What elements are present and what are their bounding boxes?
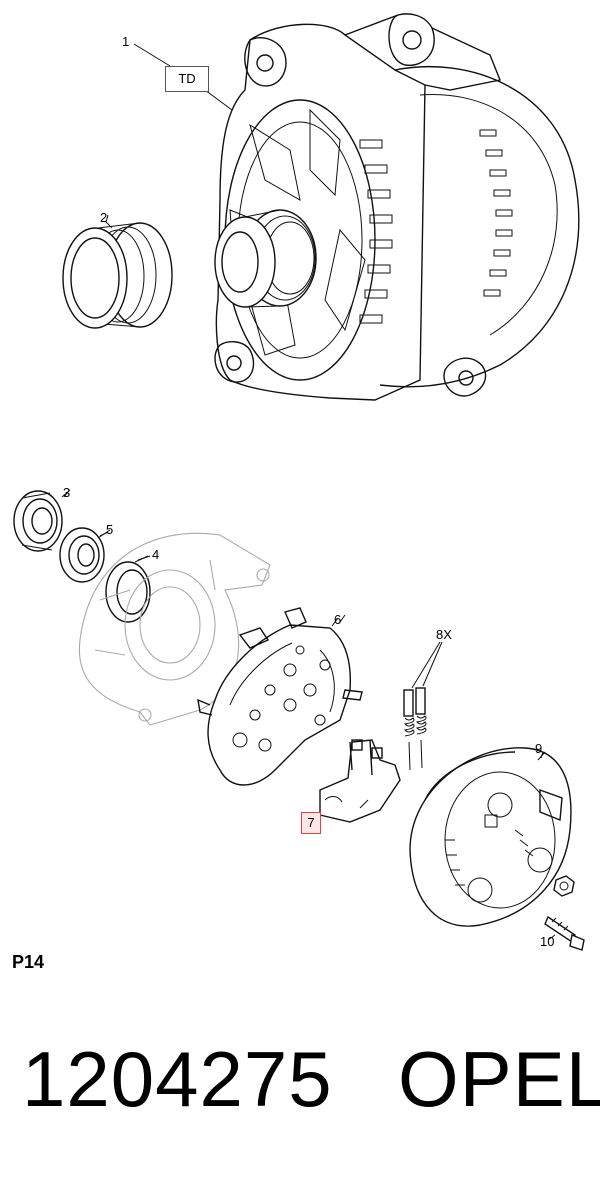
page-code: P14: [12, 952, 45, 972]
rectifier-part: [197, 607, 363, 786]
callout-10: 10: [540, 934, 554, 949]
brush-holder-part: [319, 739, 401, 823]
pulley-part: [62, 221, 173, 329]
callout-5: 5: [106, 522, 113, 537]
callout-2: 2: [100, 210, 107, 225]
callout-8x: 8X: [436, 627, 452, 642]
callout-7-highlighted: 7: [301, 812, 321, 834]
bearing-part: [13, 489, 71, 552]
callout-leaders: [63, 214, 556, 941]
brand-name: OPEL: [398, 1035, 600, 1123]
alternator-assembly: [133, 13, 580, 401]
callout-9: 9: [535, 741, 542, 756]
callout-4: 4: [152, 547, 159, 562]
td-label-box: TD: [165, 66, 209, 92]
brushes-part: [403, 641, 443, 771]
retaining-ring-part: [105, 555, 151, 623]
rear-cover-part: [409, 747, 572, 927]
callout-6: 6: [334, 612, 341, 627]
callout-3: 3: [63, 485, 70, 500]
bearing-part-small: [59, 527, 111, 583]
drive-end-shield-faded: [78, 532, 271, 726]
part-number: 1204275: [22, 1035, 333, 1123]
callout-1: 1: [122, 34, 129, 49]
nut-and-bolt-part: [544, 875, 585, 951]
